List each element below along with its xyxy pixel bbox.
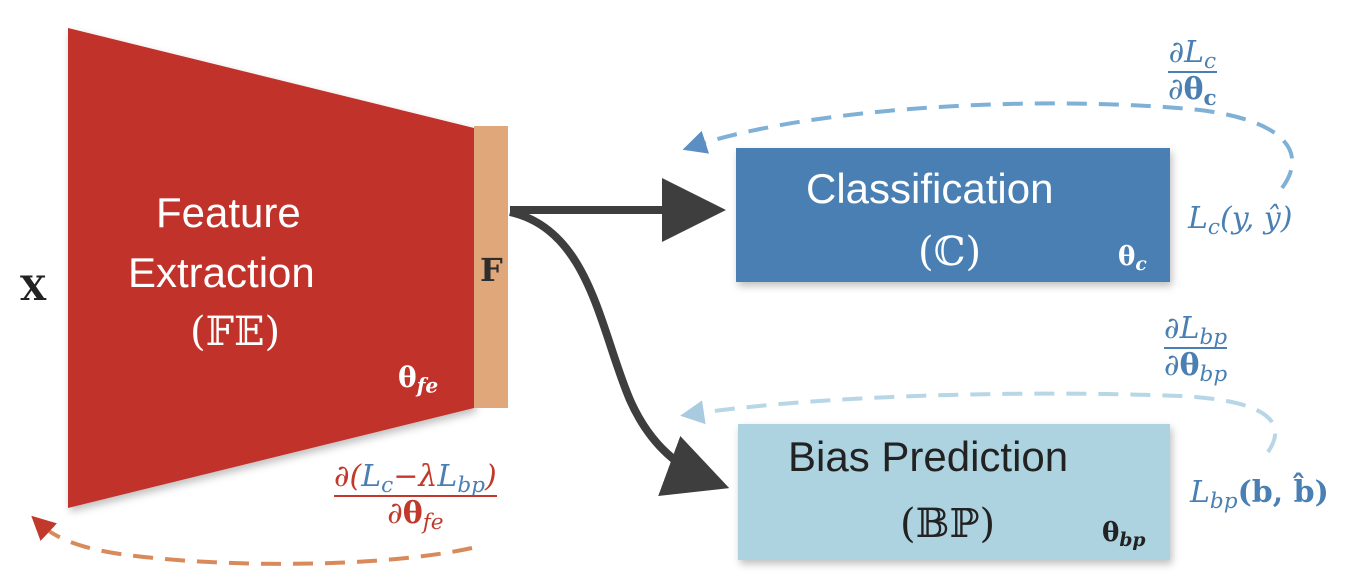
fraction-denominator: ∂θfe: [387, 495, 444, 535]
theta-symbol: θ: [1179, 347, 1200, 383]
lambda-symbol: λ: [418, 459, 438, 494]
fraction-bar: [1164, 346, 1228, 349]
fraction-denominator: ∂θbp: [1164, 347, 1228, 387]
feature-extraction-block: [68, 28, 474, 508]
loss-symbol: L: [1188, 201, 1208, 236]
subscript-c: c: [381, 473, 394, 499]
theta-symbol: θ: [398, 361, 417, 394]
gradient-arrow-feature-extraction: [31, 515, 473, 566]
feature-extraction-title-line1: Feature: [156, 189, 301, 236]
loss-subscript: c: [1207, 215, 1221, 241]
classification-loss: Lc(y, ŷ): [1188, 201, 1293, 239]
theta-symbol: θ: [1118, 242, 1136, 272]
gradient-arrow-classification: [682, 101, 1295, 190]
subscript: fe: [422, 509, 444, 535]
partial-symbol: ∂: [1164, 311, 1180, 346]
classification-title: Classification: [806, 165, 1054, 212]
bias-prediction-gradient-fraction: ∂Lbp ∂θbp: [1164, 311, 1228, 387]
bias-prediction-param: θbp: [1102, 518, 1146, 550]
param-subscript: c: [1135, 253, 1147, 276]
fraction-numerator: ∂(Lc−λLbp): [334, 459, 497, 499]
partial-close: ): [484, 459, 497, 494]
bias-prediction-symbol: (𝔹ℙ): [900, 501, 996, 547]
input-label: X: [20, 269, 47, 309]
feature-vector-bar: [474, 126, 508, 408]
bias-prediction-loss: Lbp(b, b̂): [1190, 475, 1329, 513]
feature-label: F: [480, 251, 503, 289]
subscript: c: [1203, 85, 1217, 111]
bias-prediction-block: [738, 424, 1170, 560]
partial-symbol: ∂: [1164, 347, 1180, 383]
subscript-bp: bp: [457, 473, 485, 499]
loss-args: (b, b̂): [1237, 475, 1329, 510]
theta-symbol: θ: [402, 495, 423, 531]
loss-symbol: L: [1190, 475, 1210, 510]
subscript: bp: [1199, 361, 1228, 387]
partial-symbol: ∂: [387, 495, 403, 531]
loss-args: (y, ŷ): [1220, 201, 1293, 236]
classification-param: θc: [1118, 242, 1147, 274]
bias-prediction-title: Bias Prediction: [788, 433, 1069, 480]
classification-block: [736, 148, 1170, 282]
subscript: c: [1204, 49, 1217, 75]
theta-symbol: θ: [1102, 518, 1120, 548]
minus-sign: −: [393, 459, 419, 494]
classification-symbol: (ℂ): [918, 229, 982, 275]
fraction-bar: [334, 494, 497, 497]
loss-symbol-c: L: [361, 459, 382, 494]
feature-extraction-title-line2: Extraction: [128, 249, 315, 296]
feature-extraction-symbol: (𝔽𝔼): [190, 309, 281, 355]
feature-extraction-gradient-fraction: ∂(Lc−λLbp) ∂θfe: [334, 459, 497, 535]
loss-symbol: L: [1179, 311, 1200, 346]
fraction-bar: [1168, 70, 1217, 73]
subscript: bp: [1199, 325, 1228, 351]
partial-open: ∂(: [334, 459, 362, 494]
gradient-arrow-bias-prediction: [680, 391, 1278, 454]
param-subscript: bp: [1119, 529, 1146, 552]
theta-symbol: θ: [1183, 71, 1204, 107]
fraction-numerator: ∂Lbp: [1164, 311, 1228, 351]
partial-symbol: ∂: [1168, 71, 1184, 107]
fraction-denominator: ∂θc: [1168, 71, 1217, 111]
feature-extraction-param: θfe: [398, 361, 438, 396]
classification-gradient-fraction: ∂Lc ∂θc: [1168, 35, 1217, 111]
partial-symbol: ∂: [1168, 35, 1185, 70]
fraction-numerator: ∂Lc: [1168, 35, 1217, 75]
loss-symbol-bp: L: [437, 459, 458, 494]
param-subscript: fe: [416, 373, 439, 398]
arrow-to-bias-prediction: [509, 208, 730, 497]
loss-subscript: bp: [1209, 489, 1238, 515]
loss-symbol: L: [1184, 35, 1204, 70]
